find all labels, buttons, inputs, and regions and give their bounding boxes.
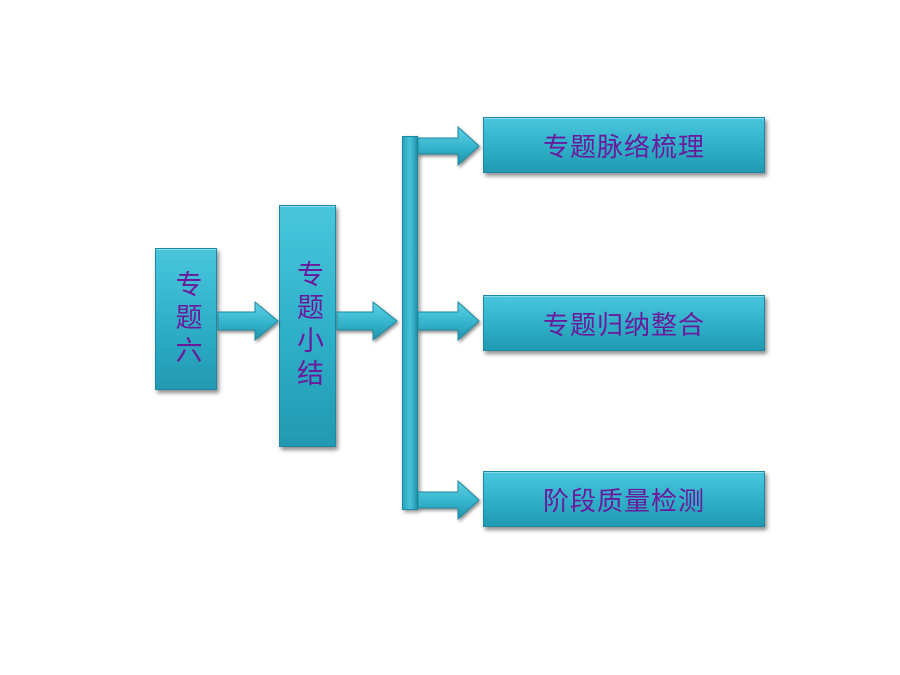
- branch-label-outline: 专题脉络梳理: [542, 132, 705, 163]
- branch-box-assessment: 阶段质量检测: [483, 471, 765, 527]
- right-arrow-icon: [336, 300, 398, 342]
- branch-box-outline: 专题脉络梳理: [483, 117, 765, 173]
- middle-box: 专题小结: [279, 205, 336, 447]
- right-arrow-icon: [217, 300, 279, 342]
- middle-label: 专题小结: [292, 260, 323, 392]
- right-arrow-icon: [417, 125, 480, 167]
- branch-label-assessment: 阶段质量检测: [542, 486, 705, 517]
- branch-label-summary: 专题归纳整合: [542, 310, 705, 341]
- right-arrow-icon: [417, 479, 480, 521]
- root-box: 专题六: [155, 248, 217, 390]
- root-label: 专题六: [170, 269, 202, 369]
- right-arrow-icon: [417, 300, 480, 342]
- branch-box-summary: 专题归纳整合: [483, 295, 765, 351]
